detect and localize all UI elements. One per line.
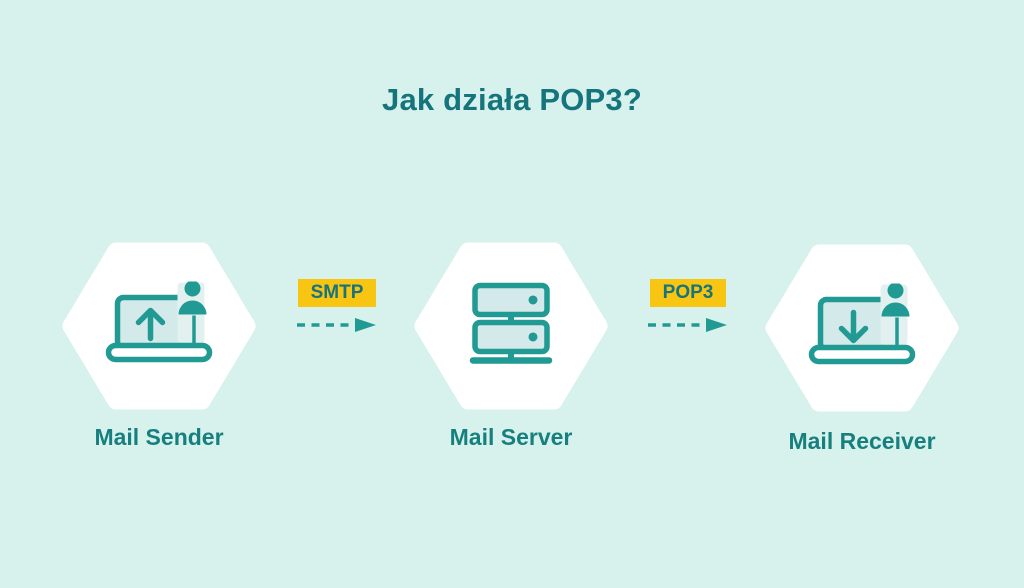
smtp-badge: SMTP: [297, 279, 377, 307]
node-mail-sender: [62, 240, 256, 412]
node-label-mail-sender: Mail Sender: [94, 424, 224, 450]
node-label-mail-receiver: Mail Receiver: [788, 428, 936, 454]
dashed-arrow-right-icon: [297, 318, 376, 332]
page-title: Jak działa POP3?: [382, 82, 642, 117]
server-stack-icon: [469, 282, 553, 364]
dashed-arrow-right-icon: [648, 318, 727, 332]
connector-pop3: POP3: [618, 279, 758, 333]
laptop-upload-icon: [105, 281, 213, 363]
node-label-mail-server: Mail Server: [449, 424, 573, 450]
connector-smtp: SMTP: [267, 279, 407, 333]
node-mail-receiver: [765, 242, 959, 414]
pop3-badge: POP3: [649, 279, 727, 307]
laptop-download-icon: [808, 283, 916, 365]
node-mail-server: [414, 240, 608, 412]
